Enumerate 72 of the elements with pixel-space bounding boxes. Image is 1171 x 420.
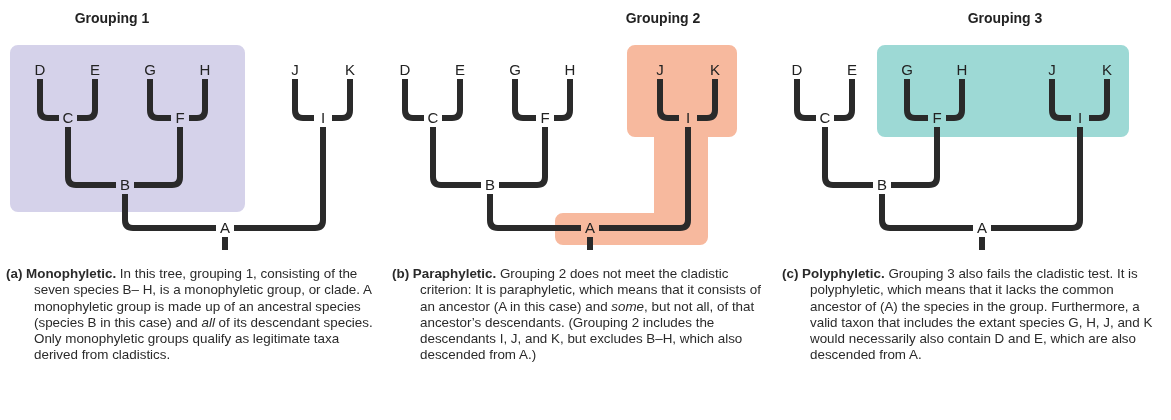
branch-line <box>554 79 573 121</box>
taxon-label: K <box>706 61 724 79</box>
taxon-label: A <box>973 219 991 237</box>
taxon-label: I <box>1071 109 1089 127</box>
branch-line <box>599 127 691 231</box>
taxon-label: J <box>1043 61 1061 79</box>
branch-line <box>147 79 171 121</box>
branch-line <box>657 79 679 121</box>
branch-line <box>234 127 326 231</box>
branch-line <box>332 79 353 121</box>
taxon-label: J <box>651 61 669 79</box>
branch-line <box>1049 79 1071 121</box>
root-line <box>979 237 985 250</box>
branch-line <box>134 127 183 188</box>
branch-line <box>697 79 718 121</box>
branch-line <box>1089 79 1110 121</box>
taxon-label: D <box>788 61 806 79</box>
taxon-label: A <box>216 219 234 237</box>
branch-line <box>402 79 424 121</box>
branch-line <box>991 127 1083 231</box>
taxon-label: E <box>451 61 469 79</box>
root-line <box>222 237 228 250</box>
branch-line <box>487 194 581 231</box>
taxon-label: B <box>481 176 499 194</box>
root-line <box>587 237 593 250</box>
taxon-label: H <box>196 61 214 79</box>
taxon-label: G <box>898 61 916 79</box>
grouping-heading: Grouping 1 <box>74 10 150 26</box>
taxon-label: K <box>1098 61 1116 79</box>
taxon-label: E <box>86 61 104 79</box>
taxon-label: G <box>141 61 159 79</box>
branch-line <box>891 127 940 188</box>
branch-line <box>904 79 928 121</box>
caption-text: (b) Paraphyletic. Grouping 2 does not meet the cladistic criterion: It is paraphyletic, which means that it consists of an ancestor (A in this case) and some, but not all, of that ancestor’s descendants. (Grouping 2 includes the descendants I, J, and K, but excludes B–H, which also descended from A.) <box>392 266 762 364</box>
taxon-label: F <box>536 109 554 127</box>
taxon-label: I <box>314 109 332 127</box>
taxon-label: C <box>816 109 834 127</box>
caption-text: (a) Monophyletic. In this tree, grouping 1, consisting of the seven species B– H, is a monophyletic group, or clade. A monophyletic group is made up of an ancestral species (species B in this case) and all of its descendant species. Only monophyletic groups qualify as legitimate taxa derived from cladistics. <box>6 266 374 364</box>
branch-line <box>499 127 548 188</box>
taxon-label: B <box>116 176 134 194</box>
branch-line <box>822 127 873 188</box>
branch-line <box>430 127 481 188</box>
taxon-label: D <box>396 61 414 79</box>
branch-line <box>292 79 314 121</box>
branch-line <box>442 79 463 121</box>
taxon-label: I <box>679 109 697 127</box>
taxon-label: H <box>561 61 579 79</box>
branch-line <box>65 127 116 188</box>
taxon-label: D <box>31 61 49 79</box>
taxon-label: E <box>843 61 861 79</box>
taxon-label: H <box>953 61 971 79</box>
taxon-label: G <box>506 61 524 79</box>
branch-line <box>122 194 216 231</box>
taxon-label: C <box>59 109 77 127</box>
grouping-heading: Grouping 3 <box>967 10 1043 26</box>
taxon-label: F <box>171 109 189 127</box>
taxon-label: A <box>581 219 599 237</box>
branch-line <box>794 79 816 121</box>
grouping-heading: Grouping 2 <box>625 10 701 26</box>
branch-line <box>946 79 965 121</box>
caption-text: (c) Polyphyletic. Grouping 3 also fails the cladistic test. It is polyphyletic, which means that it lacks the common ancestor of (A) the species in the group. Furthermore, a valid taxon that includes the extant species G, H, J, and K would necessarily also contain D and E, which are also descended from A. <box>782 266 1154 364</box>
branch-line <box>77 79 98 121</box>
taxon-label: J <box>286 61 304 79</box>
taxon-label: F <box>928 109 946 127</box>
branch-line <box>879 194 973 231</box>
branch-line <box>512 79 536 121</box>
taxon-label: K <box>341 61 359 79</box>
taxon-label: C <box>424 109 442 127</box>
branch-line <box>834 79 855 121</box>
branch-line <box>189 79 208 121</box>
taxon-label: B <box>873 176 891 194</box>
branch-line <box>37 79 59 121</box>
